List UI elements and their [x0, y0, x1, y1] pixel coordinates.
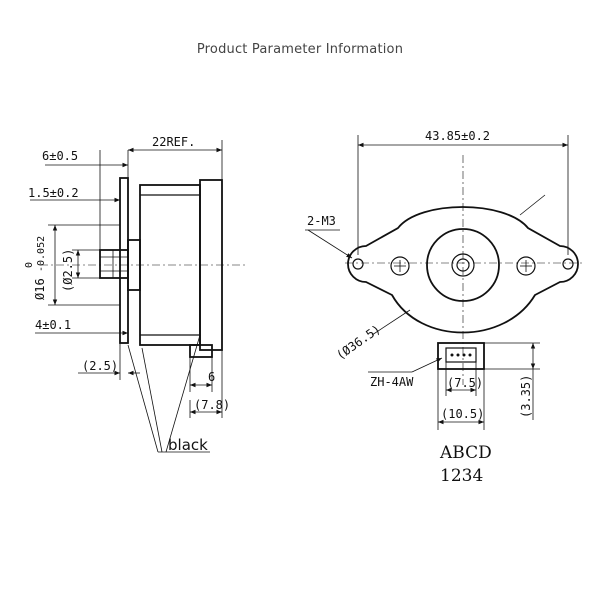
connector-housing [189, 344, 213, 358]
dim-6-label: 6±0.5 [42, 149, 78, 163]
connector-label: ZH-4AW [370, 375, 414, 389]
2m3-label: 2-M3 [307, 214, 336, 228]
rear-cap [199, 179, 223, 351]
shaft-inner [456, 258, 470, 272]
black-label: black [168, 436, 208, 454]
shaft-outer [451, 253, 475, 277]
connector-zh4aw [437, 342, 485, 370]
mount-hole-right [562, 258, 574, 270]
mounting-flange [119, 177, 129, 344]
dim-6b-label: 6 [208, 370, 215, 384]
dim-22ref-label: 22REF. [152, 135, 195, 149]
screw-right [516, 256, 536, 276]
black-leader-3 [165, 334, 201, 453]
dim-7-5-label: (7.5) [447, 376, 483, 390]
dim-dia2-5-label: (Ø2.5) [61, 249, 75, 292]
dim-2-5-label: (2.5) [82, 359, 118, 373]
dim-4-label: 4±0.1 [35, 318, 71, 332]
connector-pins [445, 347, 477, 363]
screw-left [390, 256, 410, 276]
front-view: 43.85±0.2 2-M3 (Ø36.5) ZH-4AW (7.5) (10.… [305, 129, 585, 486]
mount-hole-left [352, 258, 364, 270]
pins-numbers: 1234 [440, 466, 483, 486]
pins-letters: ABCD [439, 443, 492, 463]
page-title: Product Parameter Information [196, 42, 404, 57]
black-leader-1 [127, 344, 159, 453]
dim-3-35-label: (3.35) [519, 375, 533, 418]
center-boss [426, 228, 500, 302]
side-view: 6±0.5 22REF. 1.5±0.2 Ø16 0 -0.052 (Ø2.5)… [24, 135, 245, 454]
dim-dia16-label: Ø16 [33, 278, 47, 300]
dim-dia16-tol-lower: -0.052 [36, 236, 47, 272]
dim-dia36-5-label: (Ø36.5) [334, 322, 383, 362]
dim-dia16-tol-upper: 0 [24, 262, 35, 268]
dia36-5-leader [371, 309, 411, 336]
dim-7-8-label: (7.8) [194, 398, 230, 412]
dim-1-5-label: 1.5±0.2 [28, 186, 79, 200]
dim-10-5-label: (10.5) [441, 407, 484, 421]
shaft [99, 249, 129, 279]
flange-outline [347, 206, 579, 334]
dim-43-85-label: 43.85±0.2 [425, 129, 490, 143]
black-leader-2 [141, 347, 163, 453]
2m3-leader [307, 229, 353, 259]
